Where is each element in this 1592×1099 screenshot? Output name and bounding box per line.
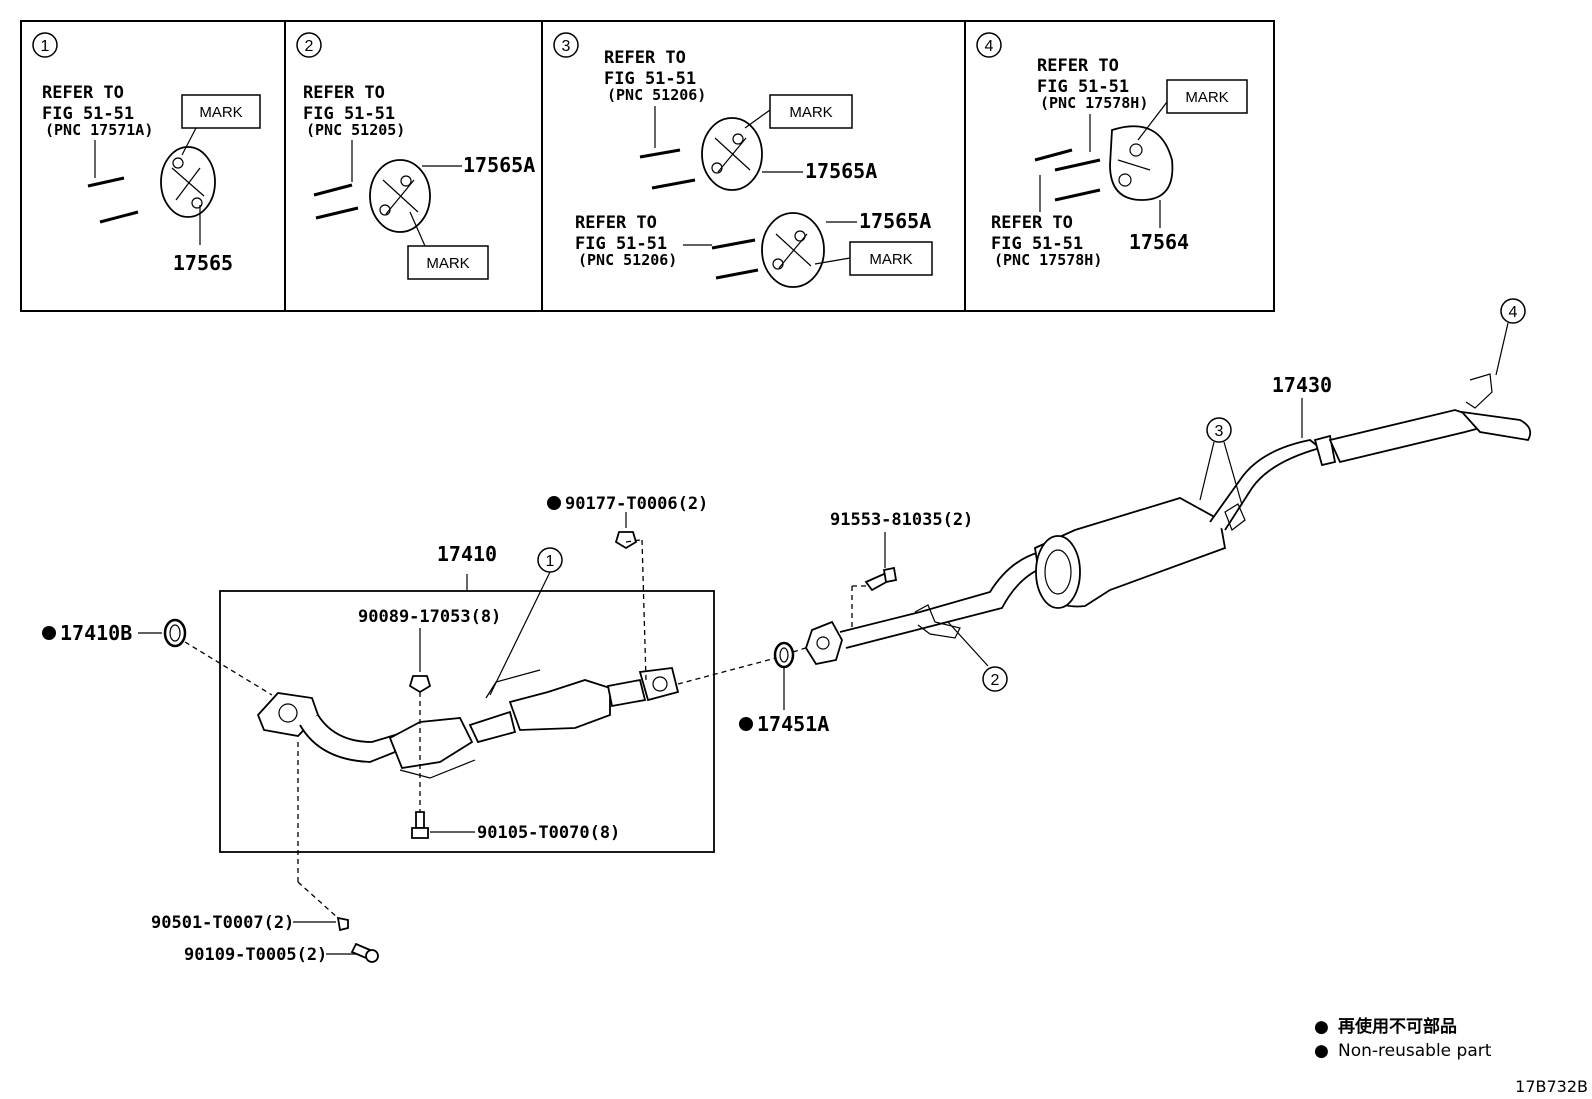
bolt-91553-81035: 91553-81035(2) xyxy=(830,510,973,628)
bolt-90105-T0070: 90105-T0070(8) xyxy=(411,811,620,843)
panel-1-pnc: (PNC 17571A) xyxy=(45,121,153,139)
panel-2-part: 17565A xyxy=(463,153,535,177)
panel-3-number-circle xyxy=(553,32,579,58)
front-pipe-assy-number: 17410 xyxy=(437,542,497,566)
front-pipe xyxy=(256,667,680,779)
callout-1-circle xyxy=(537,547,563,573)
panel-2-pnc: (PNC 51205) xyxy=(306,121,405,139)
gasket-front-label: 17410B xyxy=(60,621,132,645)
panel-1-number: 1 xyxy=(41,38,50,55)
detail-panel-2: 2 REFER TO FIG 51-51 (PNC 51205) 17565A … xyxy=(296,32,535,280)
panel-3-pnc-2: (PNC 51206) xyxy=(578,251,677,269)
nut-90177-T0006: 90177-T0006(2) xyxy=(547,494,708,681)
detail-panels-frame xyxy=(20,20,1275,312)
panel-1-mark-box xyxy=(181,94,261,129)
gasket-17410B: 17410B xyxy=(42,618,273,696)
panel-3-part-bottom: 17565A xyxy=(859,209,931,233)
panel-3-fig-2: FIG 51-51 xyxy=(575,234,667,254)
panel-4-number: 4 xyxy=(985,38,994,55)
legend-bullet-2: ● xyxy=(1314,1041,1329,1061)
panel-1-number-circle xyxy=(32,32,58,58)
gasket-17451A: 17451A xyxy=(677,641,829,736)
legend-bullet-1: ● xyxy=(1314,1017,1329,1037)
panel-3-pnc: (PNC 51206) xyxy=(607,86,706,104)
catalytic-converter-1 xyxy=(388,717,474,770)
tail-pipe-assy-number: 17430 xyxy=(1272,373,1332,397)
panel-3-mark-top: MARK xyxy=(789,104,832,121)
spring-and-bolt: 90501-T0007(2) 90109-T0005(2) xyxy=(151,742,379,965)
panel-4-part: 17564 xyxy=(1129,230,1189,254)
panel-2-mark-box xyxy=(407,245,489,280)
panel-4-fig-2: FIG 51-51 xyxy=(991,234,1083,254)
bolt-center-label: 91553-81035(2) xyxy=(830,510,973,530)
panel-4-pnc-2: (PNC 17578H) xyxy=(994,251,1102,269)
callout-2-circle xyxy=(982,666,1008,692)
bolt-low-label: 90105-T0070(8) xyxy=(477,823,620,843)
non-reusable-dot xyxy=(739,717,753,731)
gasket-mid-label: 17451A xyxy=(757,712,829,736)
hanger-17564 xyxy=(1109,125,1174,201)
non-reusable-dot xyxy=(42,626,56,640)
nut-mid-label: 90089-17053(8) xyxy=(358,607,501,627)
panel-3-part-top: 17565A xyxy=(805,159,877,183)
non-reusable-dot xyxy=(547,496,561,510)
panel-2-mark: MARK xyxy=(426,255,469,272)
callout-1: 1 xyxy=(546,553,555,570)
panel-3-number: 3 xyxy=(562,38,571,55)
legend-line-1: 再使用不可部品 xyxy=(1338,1016,1457,1037)
panel-1-part: 17565 xyxy=(173,251,233,275)
legend: ● 再使用不可部品 ● Non-reusable part xyxy=(1314,1016,1492,1061)
catalytic-converter-2 xyxy=(508,679,611,731)
panel-2-fig: FIG 51-51 xyxy=(303,104,395,124)
callout-4: 4 xyxy=(1509,304,1518,321)
panel-4-refer-to-2: REFER TO xyxy=(991,213,1073,233)
panel-4-mark-box xyxy=(1166,79,1248,114)
detail-panel-3: 3 REFER TO FIG 51-51 (PNC 51206) MARK 17… xyxy=(553,32,933,288)
detail-panel-4: 4 REFER TO FIG 51-51 (PNC 17578H) MARK 1… xyxy=(976,32,1248,269)
panel-2-refer-to: REFER TO xyxy=(303,83,385,103)
panel-3-mark-box-top xyxy=(769,94,853,129)
bolt-spring-label: 90109-T0005(2) xyxy=(184,945,327,965)
tail-pipe-assy xyxy=(805,373,1532,666)
nut-top-label: 90177-T0006(2) xyxy=(565,494,708,514)
legend-line-2: Non-reusable part xyxy=(1338,1041,1492,1061)
panel-1-refer-to: REFER TO xyxy=(42,83,124,103)
panel-3-mark-bottom: MARK xyxy=(869,251,912,268)
panel-3-refer-to: REFER TO xyxy=(604,48,686,68)
detail-panel-1: 1 REFER TO FIG 51-51 (PNC 17571A) MARK 1… xyxy=(32,32,261,275)
panel-2-number: 2 xyxy=(305,38,314,55)
callout-4-circle xyxy=(1500,298,1526,324)
nut-90089-17053: 90089-17053(8) xyxy=(358,607,501,820)
callout-3: 3 xyxy=(1215,423,1224,440)
callout-3-circle xyxy=(1206,417,1232,443)
panel-2-number-circle xyxy=(296,32,322,58)
panel-1-mark: MARK xyxy=(199,104,242,121)
spring-label: 90501-T0007(2) xyxy=(151,913,294,933)
panel-4-mark: MARK xyxy=(1185,89,1228,106)
panel-3-fig: FIG 51-51 xyxy=(604,69,696,89)
panel-4-fig: FIG 51-51 xyxy=(1037,77,1129,97)
panel-1-fig: FIG 51-51 xyxy=(42,104,134,124)
panel-4-number-circle xyxy=(976,32,1002,58)
diagram-id: 17B732B xyxy=(1515,1077,1588,1096)
panel-4-refer-to: REFER TO xyxy=(1037,56,1119,76)
panel-3-refer-to-2: REFER TO xyxy=(575,213,657,233)
panel-4-pnc: (PNC 17578H) xyxy=(1040,94,1148,112)
callout-2: 2 xyxy=(991,672,1000,689)
